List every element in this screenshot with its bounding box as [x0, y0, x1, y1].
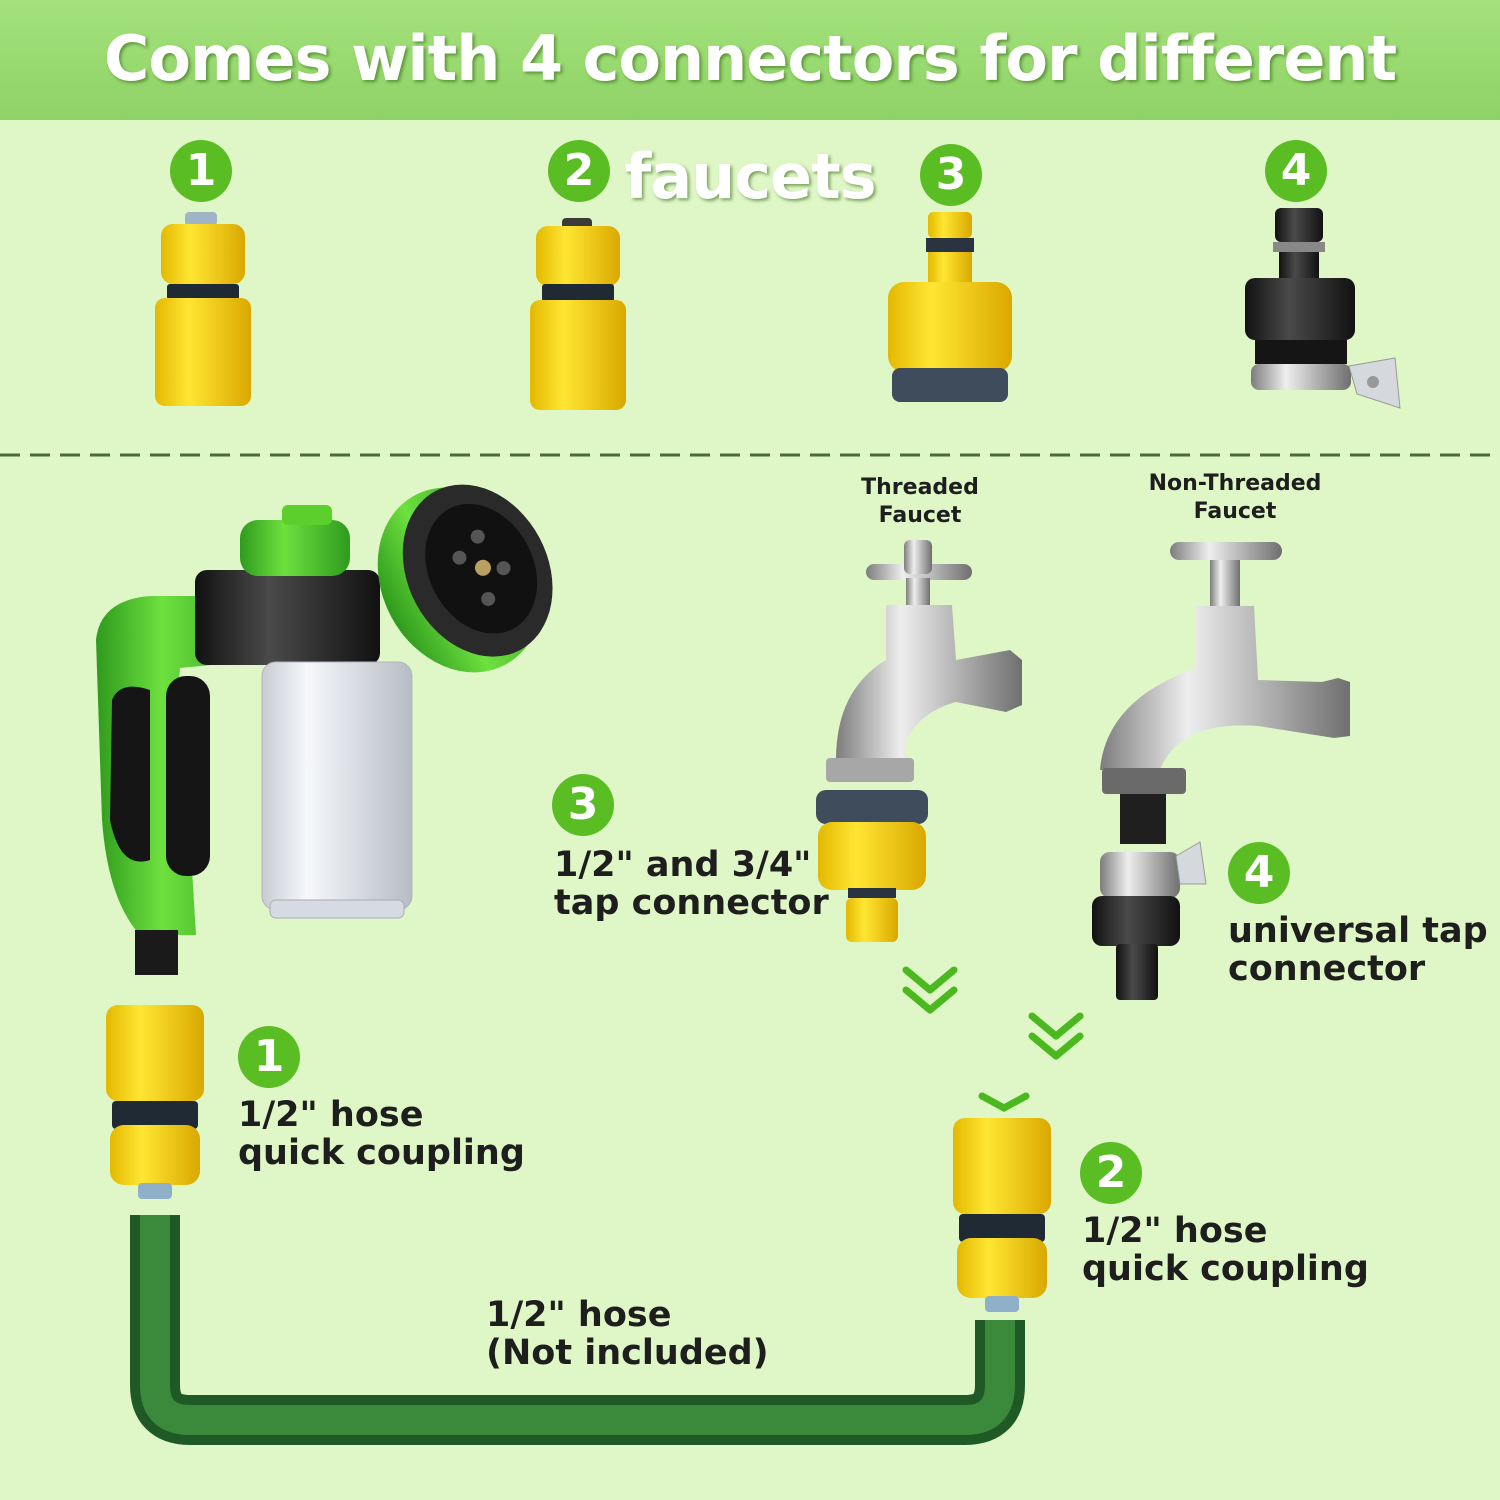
number-badge-2: 2: [1080, 1142, 1142, 1204]
non-threaded-faucet-label: Non-Threaded Faucet: [1148, 471, 1322, 524]
number-badge-1: 1: [238, 1026, 300, 1088]
header-banner: Comes with 4 connectors for different fa…: [0, 0, 1500, 213]
chevron-down-icon: [1028, 1012, 1084, 1060]
number-badge-2: 2: [548, 140, 610, 202]
number-badge-4: 4: [1228, 842, 1290, 904]
non-threaded-faucet-icon: [1092, 542, 1350, 1000]
hose-label: 1/2" hose (Not included): [486, 1295, 769, 1373]
number-badge-1: 1: [170, 140, 232, 202]
universal-tap-connector-label: universal tap connector: [1228, 911, 1488, 989]
quick-coupling-icon: [155, 212, 251, 406]
chevron-down-icon: [978, 1092, 1030, 1112]
threaded-faucet-label: Threaded Faucet: [861, 475, 979, 528]
universal-tap-connector-icon: [1245, 208, 1401, 409]
tap-connector-icon: [888, 212, 1012, 402]
quick-coupling-icon: [530, 218, 626, 410]
number-badge-3: 3: [552, 774, 614, 836]
threaded-faucet-icon: [816, 540, 1022, 942]
number-badge-4: 4: [1265, 140, 1327, 202]
quick-coupling-icon: [106, 1005, 204, 1199]
page-title: Comes with 4 connectors for different fa…: [103, 22, 1397, 213]
number-badge-3: 3: [920, 144, 982, 206]
tap-connector-label: 1/2" and 3/4" tap connector: [554, 845, 829, 923]
quick-coupling-label-1: 1/2" hose quick coupling: [238, 1095, 525, 1173]
quick-coupling-label-2: 1/2" hose quick coupling: [1082, 1211, 1369, 1289]
quick-coupling-icon: [953, 1118, 1051, 1312]
chevron-down-icon: [902, 966, 958, 1014]
foam-spray-gun-icon: [96, 484, 553, 975]
